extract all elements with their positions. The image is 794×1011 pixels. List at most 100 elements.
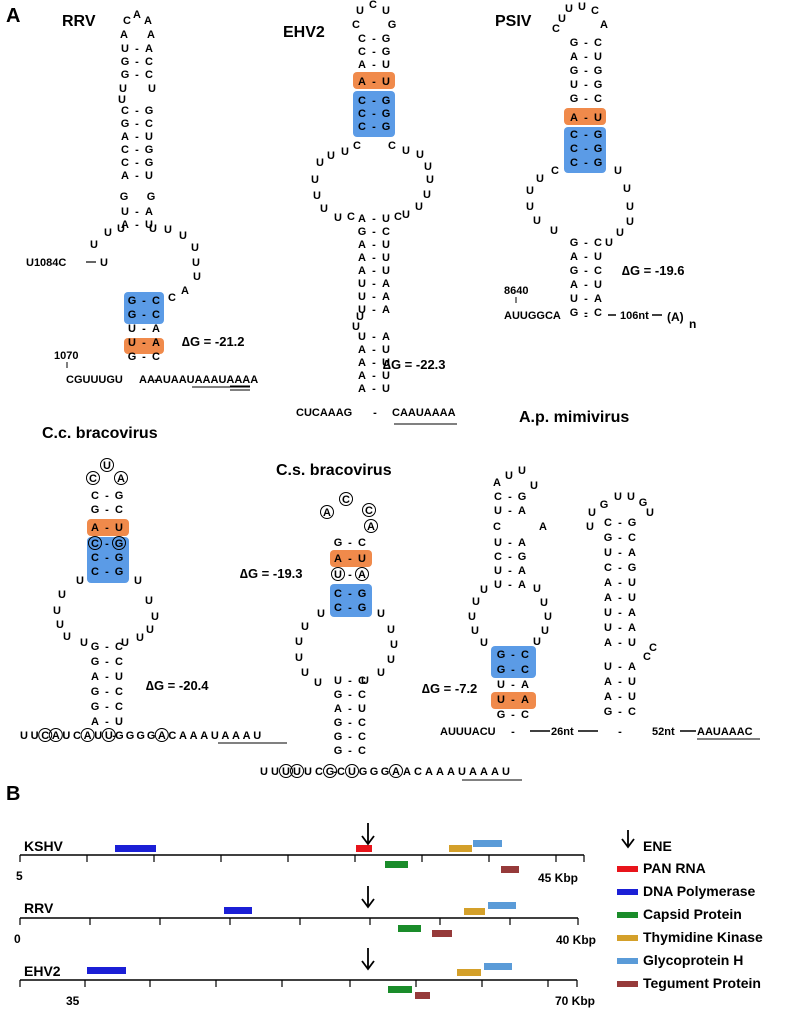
csb-delta-g: ∆G = -19.3 <box>240 566 303 581</box>
stem-base-285: G <box>91 686 100 698</box>
loop-base-238: A <box>117 473 125 485</box>
tail-base-383: U <box>282 766 290 778</box>
loop-base-421: C <box>493 521 501 533</box>
loop-base-53: C <box>168 292 176 304</box>
csb-title: C.s. bracovirus <box>276 462 392 479</box>
loop-base-117: U <box>423 189 431 201</box>
tail-base-318: A <box>221 730 229 742</box>
pair-bond-74: - <box>154 374 158 386</box>
loop-base-502: C <box>649 642 657 654</box>
stem-base-139: U <box>358 278 366 290</box>
stem-base-229: G <box>570 307 579 319</box>
stem-base-26: C <box>121 144 129 156</box>
tail-base-309: G <box>136 730 145 742</box>
stem-base-17: C <box>121 105 129 117</box>
loop-base-115: U <box>426 174 434 186</box>
stem-base-70: G <box>128 351 137 363</box>
loop-base-272: U <box>63 631 71 643</box>
pair-bond-478: - <box>618 532 622 544</box>
stem-base-182: U <box>570 79 578 91</box>
modified-base-circle-393 <box>345 764 359 778</box>
stem-base-95: U <box>382 76 390 88</box>
pair-bond-504: - <box>618 661 622 673</box>
tail-base-302: A <box>84 730 92 742</box>
stem-base-281: C <box>115 656 123 668</box>
loop-base-473: U <box>586 521 594 533</box>
loop-base-270: U <box>56 619 64 631</box>
pair-bond-21: - <box>135 118 139 130</box>
stem-base-97: C <box>358 95 366 107</box>
loop-base-3: A <box>120 29 128 41</box>
pair-bond-507: - <box>618 676 622 688</box>
stem-base-415: C <box>494 491 502 503</box>
legend-swatch-glycoprotein-h <box>617 958 638 964</box>
stem-base-86: C <box>358 46 366 58</box>
stem-base-509: A <box>604 691 612 703</box>
legend-swatch-pan-rna <box>617 866 638 872</box>
loop-base-360: U <box>377 667 385 679</box>
tail-base-304: U <box>94 730 102 742</box>
stem-base-418: U <box>494 505 502 517</box>
pair-bond-430: - <box>508 565 512 577</box>
apm-segment-2: 52nt <box>652 726 675 738</box>
rrv-tail-3prime: AAAUAAUAAAUAAAA <box>139 374 258 386</box>
stem-base-22: C <box>145 118 153 130</box>
stem-base-290: C <box>115 701 123 713</box>
pair-bond-94: - <box>372 76 376 88</box>
stem-base-260: G <box>115 552 124 564</box>
gene-bar-2-4 <box>415 992 430 999</box>
stem-base-195: G <box>594 129 603 141</box>
row-rrv-name: RRV <box>24 900 54 916</box>
loop-base-209: U <box>626 216 634 228</box>
modified-base-circle-342 <box>331 567 345 581</box>
legend-capsid-protein-label: Capsid Protein <box>643 906 742 922</box>
tail-base-402: A <box>436 766 444 778</box>
stem-base-181: G <box>594 65 603 77</box>
pair-bond-409: - <box>334 766 338 778</box>
modified-base-circle-390 <box>323 764 337 778</box>
loop-base-441: U <box>471 625 479 637</box>
stem-base-253: C <box>91 538 99 550</box>
pair-bond-215: - <box>584 237 588 249</box>
tail-base-394: G <box>359 766 368 778</box>
pair-bond-487: - <box>618 577 622 589</box>
stem-base-380: C <box>358 745 366 757</box>
stem-base-198: G <box>594 143 603 155</box>
stem-base-88: G <box>382 46 391 58</box>
pair-bond-367: - <box>348 689 352 701</box>
rrv-tail-5prime: CGUUUGU <box>66 374 123 386</box>
stem-base-159: A <box>358 370 366 382</box>
tail-base-407: A <box>491 766 499 778</box>
gene-bar-2-0 <box>87 967 126 974</box>
modified-base-circle-303 <box>80 728 95 742</box>
loop-base-82: G <box>388 19 397 31</box>
pair-bond-197: - <box>584 143 588 155</box>
panel-b-label: B <box>6 783 20 805</box>
loop-base-438: U <box>540 597 548 609</box>
apm-delta-g: ∆G = -7.2 <box>422 681 477 696</box>
legend-swatch-dna-polymerase <box>617 889 638 895</box>
loop-base-444: U <box>533 636 541 648</box>
stem-base-447: G <box>497 649 506 661</box>
stem-base-474: C <box>604 517 612 529</box>
tail-base-316: A <box>200 730 208 742</box>
stem-base-500: U <box>628 637 636 649</box>
stem-base-249: A <box>91 522 99 534</box>
loop-base-110: U <box>327 150 335 162</box>
stem-base-100: C <box>358 108 366 120</box>
stem-base-153: A <box>358 344 366 356</box>
pair-bond-233: - <box>584 310 588 322</box>
pair-bond-98: - <box>372 95 376 107</box>
stem-base-10: C <box>145 56 153 68</box>
loop-base-422: A <box>539 521 547 533</box>
loop-base-44: U <box>117 223 125 235</box>
loop-base-108: U <box>341 146 349 158</box>
stem-base-258: C <box>91 552 99 564</box>
pair-bond-376: - <box>348 731 352 743</box>
loop-base-171: U <box>558 13 566 25</box>
stem-base-508: U <box>628 676 636 688</box>
loop-base-122: C <box>347 211 355 223</box>
legend-tegument-protein-label: Tegument Protein <box>643 975 761 991</box>
